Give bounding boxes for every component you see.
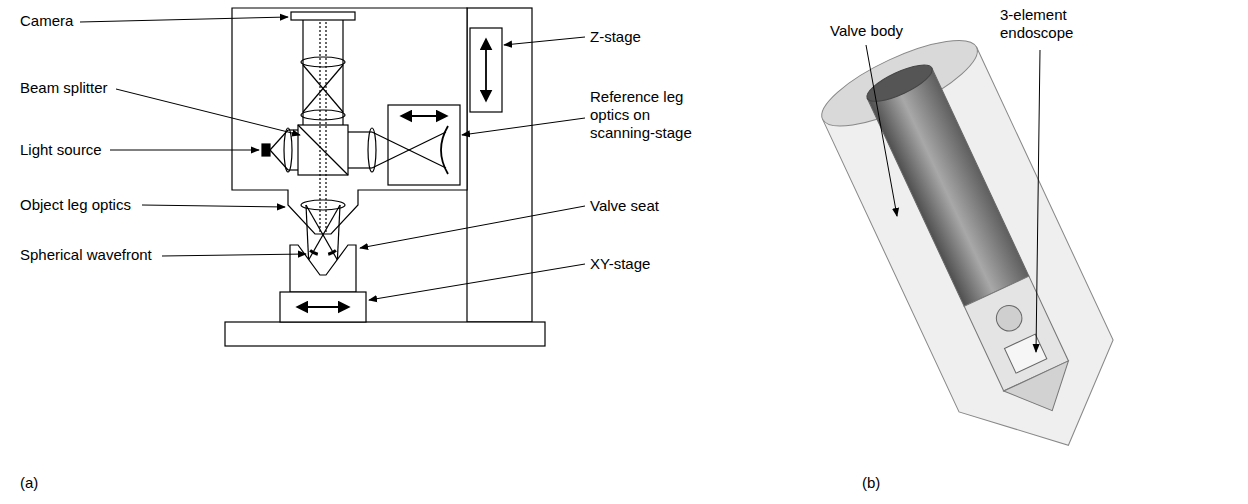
part-label: Object leg optics [20,196,131,214]
light-source [262,144,270,156]
ray [270,130,288,150]
valve-seat [290,245,356,292]
tube [302,20,303,125]
ray [306,205,337,260]
bore [863,58,937,108]
part-label: 3-element endoscope [1000,6,1096,42]
leader-line [866,45,897,216]
part-label: Z-stage [590,28,641,46]
leader-line [1036,50,1040,352]
endoscope [992,301,1026,335]
camera [291,12,355,20]
leader-line [504,37,585,45]
ray [288,169,298,170]
ray [309,205,340,260]
part-label: Light source [20,141,102,159]
panel-letter: (b) [862,474,880,492]
ray [372,132,446,168]
ray [303,65,343,112]
leader-line [360,206,585,248]
ray [348,131,372,132]
ray [303,65,343,112]
beam-splitter [298,125,348,175]
leader-line [162,254,306,256]
xy-stage [280,292,366,322]
lens [284,128,292,172]
ray [348,167,372,168]
base [225,322,545,346]
leader-line [116,89,300,135]
part-label: Beam splitter [20,79,108,97]
leader-line [110,150,259,151]
leader-line [80,17,288,22]
housing [232,8,467,234]
lens [368,128,376,172]
part-label: Camera [20,12,73,30]
wavefront [328,250,336,254]
part-label: Reference leg optics on scanning-stage [590,88,708,142]
part-label: Valve body [830,22,903,40]
ray [306,205,309,260]
leader-lines [80,17,1040,352]
wavefront [310,250,318,254]
ray [325,22,326,234]
reference-mirror [441,126,448,174]
ray [270,150,288,170]
scan-arrow [402,115,446,117]
ray [372,132,446,168]
panel-letter: (a) [20,474,38,492]
endoscope [1004,361,1085,426]
ray [319,22,320,234]
z-motion-arrow [485,40,487,100]
beam-splitter [298,125,348,175]
valve [812,24,1146,481]
ray [337,205,340,260]
part-label: Valve seat [590,197,659,215]
ray [288,129,298,130]
z-stage [470,28,502,112]
xy-arrow [298,306,348,308]
lens [301,57,345,67]
part-label: XY-stage [590,255,650,273]
interferometer [225,8,545,346]
leader-line [462,118,585,135]
leader-line [142,205,285,207]
tube [342,20,343,125]
endoscope [1004,334,1046,373]
part-label: Spherical wavefront [20,246,152,264]
leader-line [369,264,585,300]
lens [301,110,345,120]
